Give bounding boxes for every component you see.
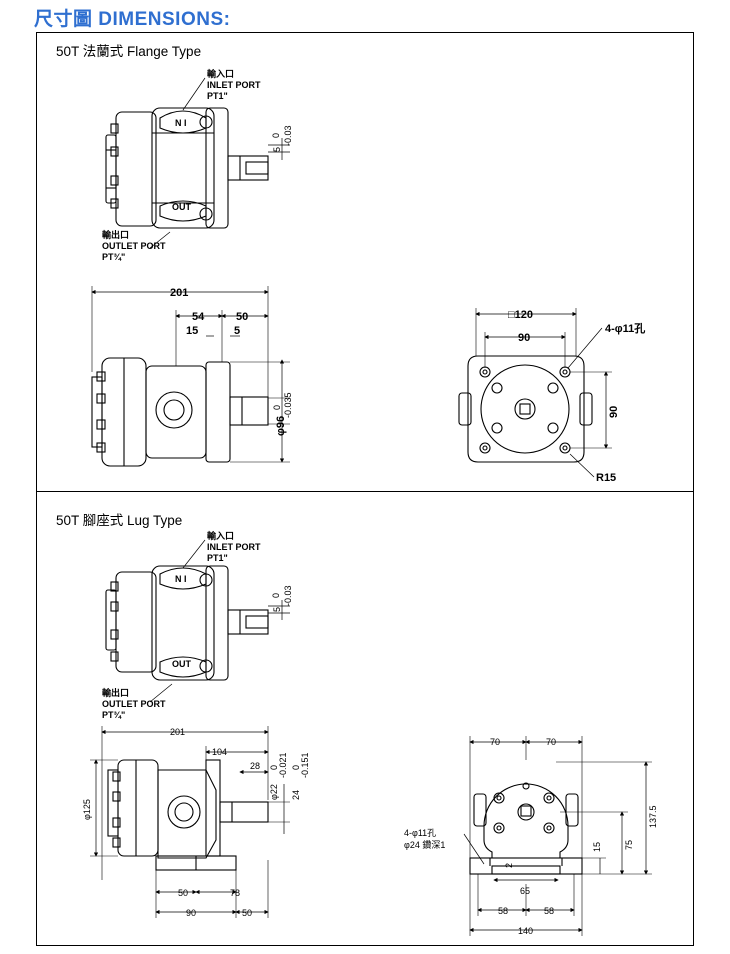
- lug-dim-overall: 201: [170, 727, 185, 737]
- lug-d24-tol-upper: 0: [291, 765, 301, 770]
- flange-dim-overall: 201: [170, 287, 188, 299]
- lug-dim-58b: 58: [544, 906, 554, 916]
- flange-section-title: 50T 法蘭式 Flange Type: [56, 44, 202, 59]
- lug-dim-counterbore: φ24 鑽深1: [404, 839, 445, 850]
- lug-dim-65: 65: [520, 886, 530, 896]
- flange-outlet-cn: 輸出口: [102, 229, 129, 240]
- lug-outlet-size: PT¾": [102, 710, 125, 720]
- flange-top-view: [105, 77, 290, 249]
- flange-dim-r15: R15: [596, 472, 616, 484]
- flange-dim-h90: 90: [608, 406, 620, 418]
- lug-d24-tol-lower: -0.151: [300, 752, 310, 778]
- lug-dim-shaft: φ22: [269, 784, 279, 800]
- lug-dim-holes: 4-φ11孔: [404, 828, 436, 838]
- page-header: 尺寸圖 DIMENSIONS:: [34, 9, 231, 30]
- flange-key-lower: -0.03: [283, 125, 293, 146]
- lug-dim-15: 15: [592, 842, 602, 852]
- lug-dim-75: 75: [624, 840, 634, 850]
- flange-dim-5: 5: [234, 325, 240, 337]
- flange-dim-54: 54: [192, 311, 205, 323]
- flange-end-view: [458, 308, 612, 478]
- lug-dim-24: 24: [291, 790, 301, 800]
- lug-side-view: [90, 726, 290, 918]
- flange-dim-holes: 4-φ11孔: [605, 322, 645, 335]
- lug-port-out-mark: OUT: [172, 659, 192, 669]
- lug-dim-50a: 50: [178, 888, 188, 898]
- lug-dim-50b: 50: [242, 908, 252, 918]
- lug-dim-90: 90: [186, 908, 196, 918]
- lug-dim-70b: 70: [546, 737, 556, 747]
- lug-key-upper: 0: [271, 593, 281, 598]
- lug-shaft-tol-upper: 0: [269, 765, 279, 770]
- flange-dim-dia96: φ96: [275, 416, 287, 436]
- lug-end-view: [463, 736, 652, 936]
- flange-dim-w90: 90: [518, 332, 530, 344]
- flange-port-in-mark: N I: [175, 118, 187, 128]
- lug-port-in-mark: N I: [175, 574, 187, 584]
- flange-dim-square120: □120: [508, 309, 533, 321]
- flange-dim-50: 50: [236, 311, 248, 323]
- lug-section-title: 50T 腳座式 Lug Type: [56, 513, 183, 528]
- flange-port-out-mark: OUT: [172, 202, 192, 212]
- flange-outlet-en: OUTLET PORT: [102, 241, 166, 251]
- lug-inlet-en: INLET PORT: [207, 542, 261, 552]
- lug-dim-2: 2: [504, 863, 514, 868]
- lug-top-view: [105, 539, 290, 703]
- lug-dim-140: 140: [518, 926, 533, 936]
- flange-inlet-en: INLET PORT: [207, 80, 261, 90]
- lug-shaft-tol-lower: -0.021: [278, 752, 288, 778]
- lug-dim-70a: 70: [490, 737, 500, 747]
- section-divider: [36, 491, 694, 492]
- lug-outlet-cn: 輸出口: [102, 687, 129, 698]
- flange-shaft-tol-upper: 0: [272, 405, 282, 410]
- lug-dim-dia125: φ125: [82, 799, 92, 820]
- flange-dim-15: 15: [186, 325, 198, 337]
- lug-dim-137-5: 137.5: [648, 805, 658, 828]
- lug-dim-58a: 58: [498, 906, 508, 916]
- lug-key-lower: -0.03: [283, 585, 293, 606]
- lug-dim-78: 78: [230, 888, 240, 898]
- flange-key-upper: 0: [271, 133, 281, 138]
- flange-inlet-cn: 輸入口: [207, 68, 234, 79]
- lug-outlet-en: OUTLET PORT: [102, 699, 166, 709]
- flange-key-nominal: 5: [272, 147, 282, 152]
- flange-shaft-tol-lower: -0.035: [283, 392, 293, 418]
- lug-dim-28: 28: [250, 761, 260, 771]
- lug-inlet-cn: 輸入口: [207, 530, 234, 541]
- drawing-frame: [36, 32, 694, 946]
- flange-side-view: [91, 286, 290, 467]
- lug-dim-104: 104: [212, 747, 227, 757]
- lug-inlet-size: PT1": [207, 553, 228, 563]
- lug-key-nominal: 5: [272, 607, 282, 612]
- flange-inlet-size: PT1": [207, 91, 228, 101]
- flange-outlet-size: PT¾": [102, 252, 125, 262]
